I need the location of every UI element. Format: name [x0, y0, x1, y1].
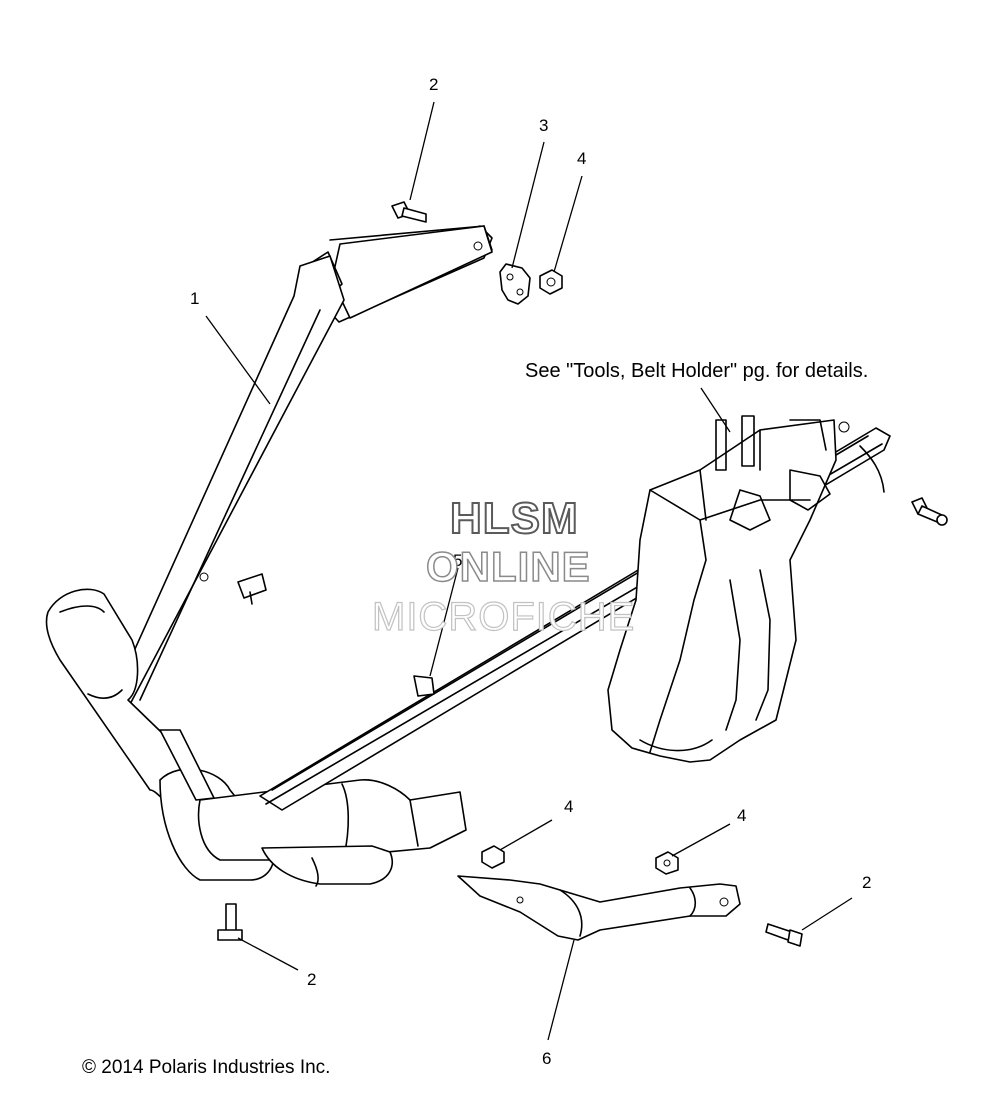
part-5-pin-upper	[237, 573, 267, 605]
leader-4-top	[553, 175, 583, 273]
copyright-text: © 2014 Polaris Industries Inc.	[82, 1057, 331, 1078]
part-2-bolt-lower-left	[217, 903, 243, 941]
part-5-pin-lower	[413, 675, 435, 697]
callout-5: 5	[453, 551, 462, 570]
callout-3: 3	[539, 116, 548, 135]
part-4-nut-right	[655, 851, 679, 875]
part-4-nut-middle	[481, 845, 505, 869]
callout-numbers: 1 2 3 4 5 4 4 2 2 6	[190, 75, 871, 1068]
leader-4-middle	[499, 819, 553, 851]
callout-2-lower-left: 2	[307, 970, 316, 989]
part-6-bracket	[457, 875, 741, 941]
leader-note	[700, 387, 731, 433]
belt-holder-reference-note: See "Tools, Belt Holder" pg. for details…	[525, 360, 869, 382]
callout-4-top: 4	[577, 149, 586, 168]
leader-2-top	[409, 101, 435, 201]
part-2-bolt-lower-right	[765, 923, 803, 947]
leader-2-lower-right	[801, 897, 853, 931]
part-3-plate	[499, 263, 531, 305]
part-1-brace	[111, 225, 493, 709]
belt-holder-assembly	[607, 415, 850, 763]
leader-lines	[205, 101, 853, 1041]
callout-2-top: 2	[429, 75, 438, 94]
part-2-bolt-top	[391, 201, 427, 223]
leader-2-lower-left	[237, 937, 299, 971]
callout-4-middle: 4	[564, 797, 573, 816]
callout-4-right: 4	[737, 806, 746, 825]
leader-6	[547, 939, 575, 1041]
callout-2-lower-right: 2	[862, 873, 871, 892]
callout-6: 6	[542, 1049, 551, 1068]
leader-1	[205, 315, 271, 405]
leader-4-right	[671, 823, 731, 857]
leader-5	[429, 567, 459, 677]
part-4-nut-top	[539, 269, 563, 295]
callout-1: 1	[190, 289, 199, 308]
leader-3	[511, 141, 545, 269]
part-2-bolt-right	[911, 497, 948, 526]
